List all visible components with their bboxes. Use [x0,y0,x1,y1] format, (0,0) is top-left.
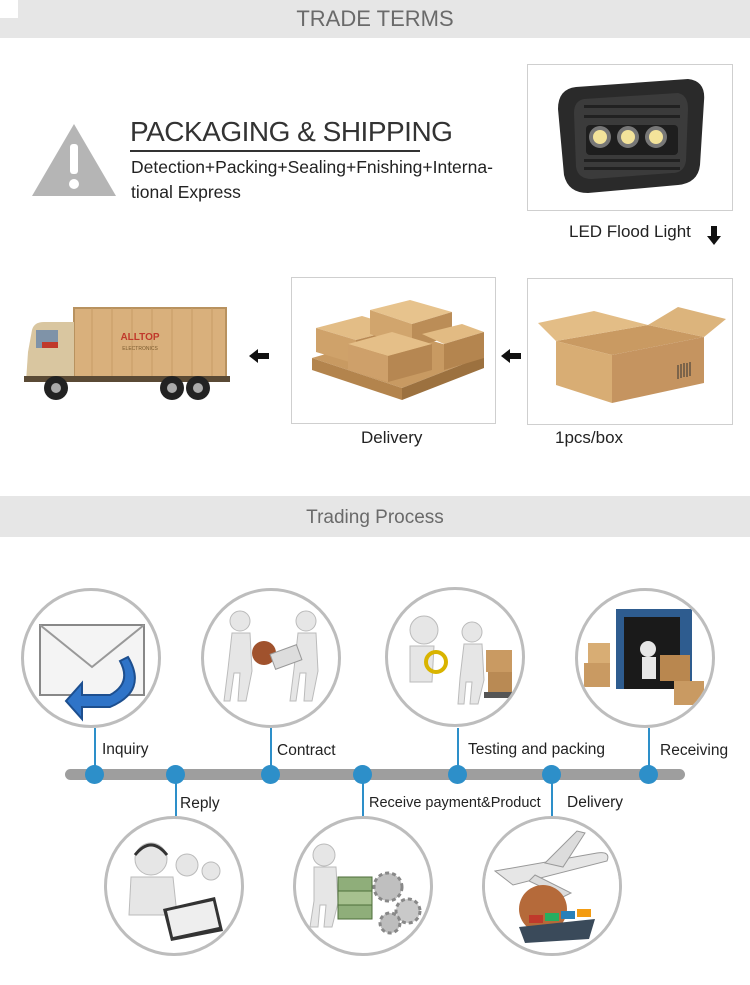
single-box-frame [527,278,733,425]
delivery-connector [551,780,553,816]
packaging-desc-line-1: Detection+Packing+Sealing+Fnishing+Inter… [131,157,493,177]
packaging-desc-line-2: tional Express [131,182,241,202]
testing-connector [457,728,459,768]
trading-process-title: Trading Process [306,507,444,528]
receiving-connector [648,728,650,768]
process-timeline [65,769,685,780]
packaging-description: Detection+Packing+Sealing+Fnishing+Inter… [131,155,511,205]
payment-connector [362,780,364,816]
timeline-dot-receiving [639,765,658,784]
warning-icon [32,124,116,196]
trade-terms-header: TRADE TERMS [0,0,750,38]
truck-brand-text: ALLTOP [120,332,159,343]
inspection-figures-icon [409,615,514,705]
delivery-pallet-frame [291,277,496,424]
testing-circle [385,587,525,727]
contract-connector [270,728,272,768]
trade-terms-title: TRADE TERMS [296,6,454,31]
payment-circle [293,816,433,956]
flood-light-image [558,79,705,193]
header-corner-notch [0,0,18,18]
arrow-left-icon [501,349,521,363]
flood-light-frame [527,64,733,211]
airplane-ship-icon [485,819,619,953]
step-label-testing: Testing and packing [468,741,606,758]
step-label-contract: Contract [277,742,336,759]
box-caption: 1pcs/box [555,428,624,447]
step-label-inquiry: Inquiry [102,741,149,758]
container-unloading-icon [584,609,704,705]
timeline-dot-delivery [542,765,561,784]
contract-circle [201,588,341,728]
handshake-figures-icon [223,610,319,702]
timeline-dot-testing [448,765,467,784]
step-label-reply: Reply [180,795,220,812]
step-label-delivery: Delivery [567,794,623,811]
timeline-dot-contract [261,765,280,784]
reply-circle [104,816,244,956]
flood-light-caption: LED Flood Light [569,222,691,241]
timeline-dot-reply [166,765,185,784]
money-gears-icon [309,843,422,935]
pallet-boxes-image [312,300,484,400]
delivery-caption: Delivery [361,428,423,447]
receiving-circle [575,588,715,728]
envelope-icon [39,624,145,722]
step-label-payment: Receive payment&Product [369,795,541,811]
packaging-title: PACKAGING & SHIPPING [130,116,453,147]
packaging-title-underline [130,150,420,152]
timeline-dot-inquiry [85,765,104,784]
timeline-dot-payment [353,765,372,784]
inquiry-circle [21,588,161,728]
arrow-down-icon [707,226,721,245]
arrow-left-icon [249,349,269,363]
delivery-truck-image: ALLTOP ELECTRONICS [24,307,230,400]
open-box-image [538,307,726,403]
truck-sub-text: ELECTRONICS [122,346,158,352]
inquiry-connector [94,728,96,768]
step-label-receiving: Receiving [660,742,729,759]
call-center-icon [128,842,223,941]
reply-connector [175,780,177,816]
trading-process-header: Trading Process [0,496,750,537]
delivery-circle [482,816,622,956]
